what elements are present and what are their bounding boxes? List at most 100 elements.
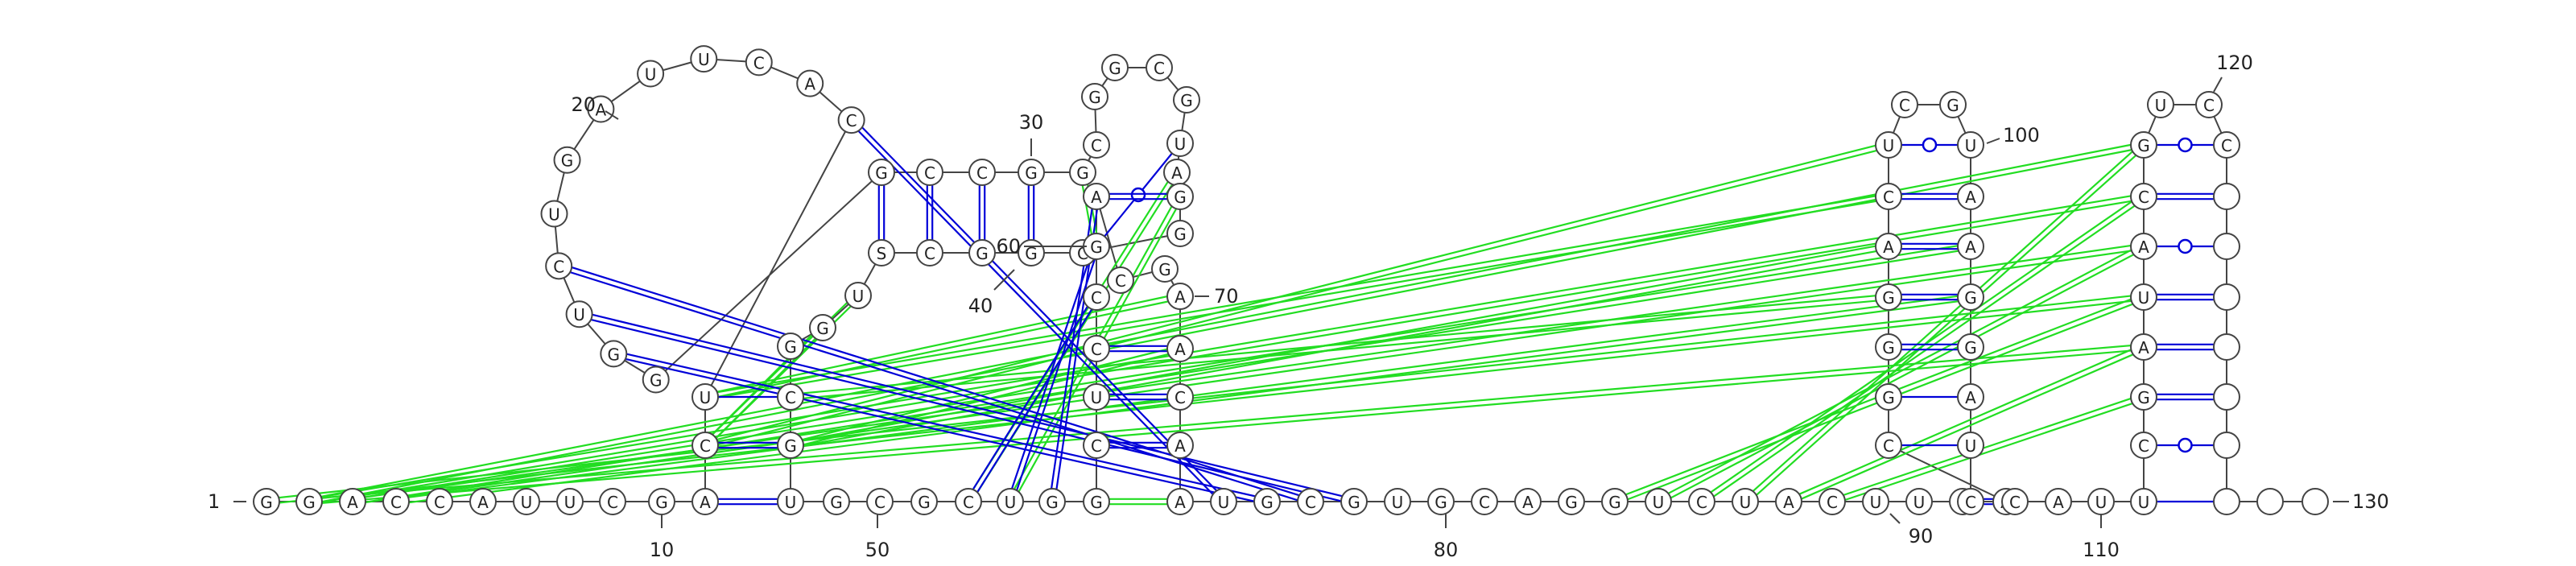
nucleotide-circle xyxy=(382,488,410,515)
nucleotide-64: C xyxy=(1107,266,1134,294)
position-number-10: 10 xyxy=(650,514,674,561)
position-number-110: 110 xyxy=(2083,514,2120,561)
nucleotide-100: A xyxy=(1957,183,1984,210)
nucleotide-9: C xyxy=(599,488,626,515)
pseudoknot-pairs-layer xyxy=(266,141,2146,506)
nucleotide-letter: G xyxy=(2137,388,2150,407)
nucleotide-circle xyxy=(1957,283,1984,311)
nucleotide-circle xyxy=(1083,335,1110,362)
nucleotide-51: G xyxy=(823,488,850,515)
base-pair-p4-4 xyxy=(1889,293,1971,301)
nucleotide-circle xyxy=(1083,183,1110,210)
nucleotide-circle xyxy=(2045,488,2072,515)
nucleotide-circle xyxy=(2130,333,2157,361)
nucleotide-20: G xyxy=(553,146,581,174)
nucleotide-45: U xyxy=(844,282,872,309)
nucleotide-94: A xyxy=(1875,233,1902,260)
position-number-20: 20 xyxy=(571,93,619,120)
base-pair-p3-4 xyxy=(1096,192,1180,200)
nucleotide-letter: U xyxy=(1218,493,1230,512)
nucleotide-95: C xyxy=(1875,183,1902,210)
nucleotide-31: C xyxy=(1083,131,1110,159)
nucleotide-113: A xyxy=(2130,333,2157,361)
svg-text:20: 20 xyxy=(571,93,596,116)
nucleotide-22: C xyxy=(545,252,573,280)
nucleotide-circle xyxy=(2213,488,2240,515)
nucleotide-28: C xyxy=(968,159,996,186)
nucleotide-circle xyxy=(968,239,996,266)
pseudoknot-pair-4 xyxy=(266,293,2145,506)
nucleotide-circle xyxy=(642,366,670,394)
nucleotide-circle xyxy=(1891,91,1918,118)
nucleotide-90: C xyxy=(1875,432,1902,459)
nucleotide-circle xyxy=(545,252,573,280)
position-numbers-layer: 1 10 20 30 40 50 xyxy=(208,52,2389,561)
nucleotide-circle xyxy=(1601,488,1629,515)
nucleotide-letter: G xyxy=(650,370,663,390)
nucleotide-letter: G xyxy=(1090,238,1103,257)
nucleotide-83: U xyxy=(1732,488,1759,515)
nucleotide-letter: G xyxy=(918,493,931,512)
svg-text:120: 120 xyxy=(2216,52,2253,74)
nucleotide-71: U xyxy=(1210,488,1237,515)
pseudoknot-pair-2 xyxy=(308,192,2145,506)
nucleotide-circle xyxy=(587,95,615,123)
nucleotide-120: C xyxy=(2213,131,2240,159)
gu-pair-marker xyxy=(2178,437,2193,453)
nucleotide-79: G xyxy=(1558,488,1585,515)
nucleotide-letter: G xyxy=(1882,288,1895,308)
nucleotide-circle xyxy=(1732,488,1759,515)
svg-text:80: 80 xyxy=(1434,539,1459,561)
nucleotide-17: U xyxy=(690,45,718,73)
nucleotide-39: G xyxy=(1166,220,1194,247)
long-pair-3 xyxy=(578,311,1356,506)
cross-pair-2 xyxy=(1006,245,1100,503)
nucleotide-letter: G xyxy=(561,151,574,171)
position-number-70: 70 xyxy=(1195,285,1239,308)
nucleotide-letter: C xyxy=(1965,493,1976,512)
pseudoknot-pair-14 xyxy=(790,242,1889,449)
nucleotide-91: G xyxy=(1875,383,1902,411)
pseudoknot-pair-25 xyxy=(1096,498,1180,506)
nucleotide-69: A xyxy=(1166,432,1194,459)
nucleotide-circle xyxy=(1427,488,1455,515)
nucleotide-93: G xyxy=(1875,283,1902,311)
nucleotide-letter: G xyxy=(830,493,843,512)
nucleotide-129 xyxy=(2301,488,2329,515)
nucleotide-circle xyxy=(2213,183,2240,210)
nucleotide-circle xyxy=(1173,86,1200,114)
nucleotide-56: G xyxy=(1038,488,1066,515)
nucleotide-circle xyxy=(1166,488,1194,515)
nucleotide-circle xyxy=(565,300,593,328)
pseudoknot-pair-12 xyxy=(704,292,1181,401)
base-pair-p3-1 xyxy=(1096,393,1180,401)
nucleotide-letter: U xyxy=(1005,493,1017,512)
nucleotide-letter: A xyxy=(1174,436,1186,456)
nucleotide-circle xyxy=(1957,383,1984,411)
nucleotide-1: G xyxy=(253,488,280,515)
nucleotide-19: A xyxy=(587,95,615,123)
nucleotide-letter: U xyxy=(852,287,865,306)
nucleotide-49: G xyxy=(777,432,804,459)
base-pair-p1-0 xyxy=(705,498,791,506)
nucleotide-letter: C xyxy=(753,53,765,72)
nucleotide-letter: C xyxy=(976,163,988,183)
nucleotide-109: U xyxy=(2087,488,2115,515)
nucleotide-circle xyxy=(2001,488,2029,515)
nucleotide-circle xyxy=(1957,131,1984,159)
nucleotide-letter: S xyxy=(877,244,887,263)
nucleotide-87: U xyxy=(1905,488,1933,515)
nucleotide-letter: G xyxy=(1174,188,1187,207)
position-number-50: 50 xyxy=(865,514,890,561)
nucleotide-circle xyxy=(1875,183,1902,210)
nucleotide-letter: A xyxy=(2053,493,2064,512)
nucleotide-41: G xyxy=(1018,239,1045,266)
nucleotide-letter: C xyxy=(607,493,618,512)
nucleotide-circle xyxy=(1166,220,1194,247)
nucleotide-115: A xyxy=(2130,233,2157,260)
nucleotide-circle xyxy=(1083,383,1110,411)
base-pair-p4-3 xyxy=(1889,343,1971,351)
nucleotide-62: G xyxy=(1083,233,1110,260)
nucleotide-letter: C xyxy=(1091,288,1102,308)
nucleotide-circle xyxy=(1340,488,1368,515)
